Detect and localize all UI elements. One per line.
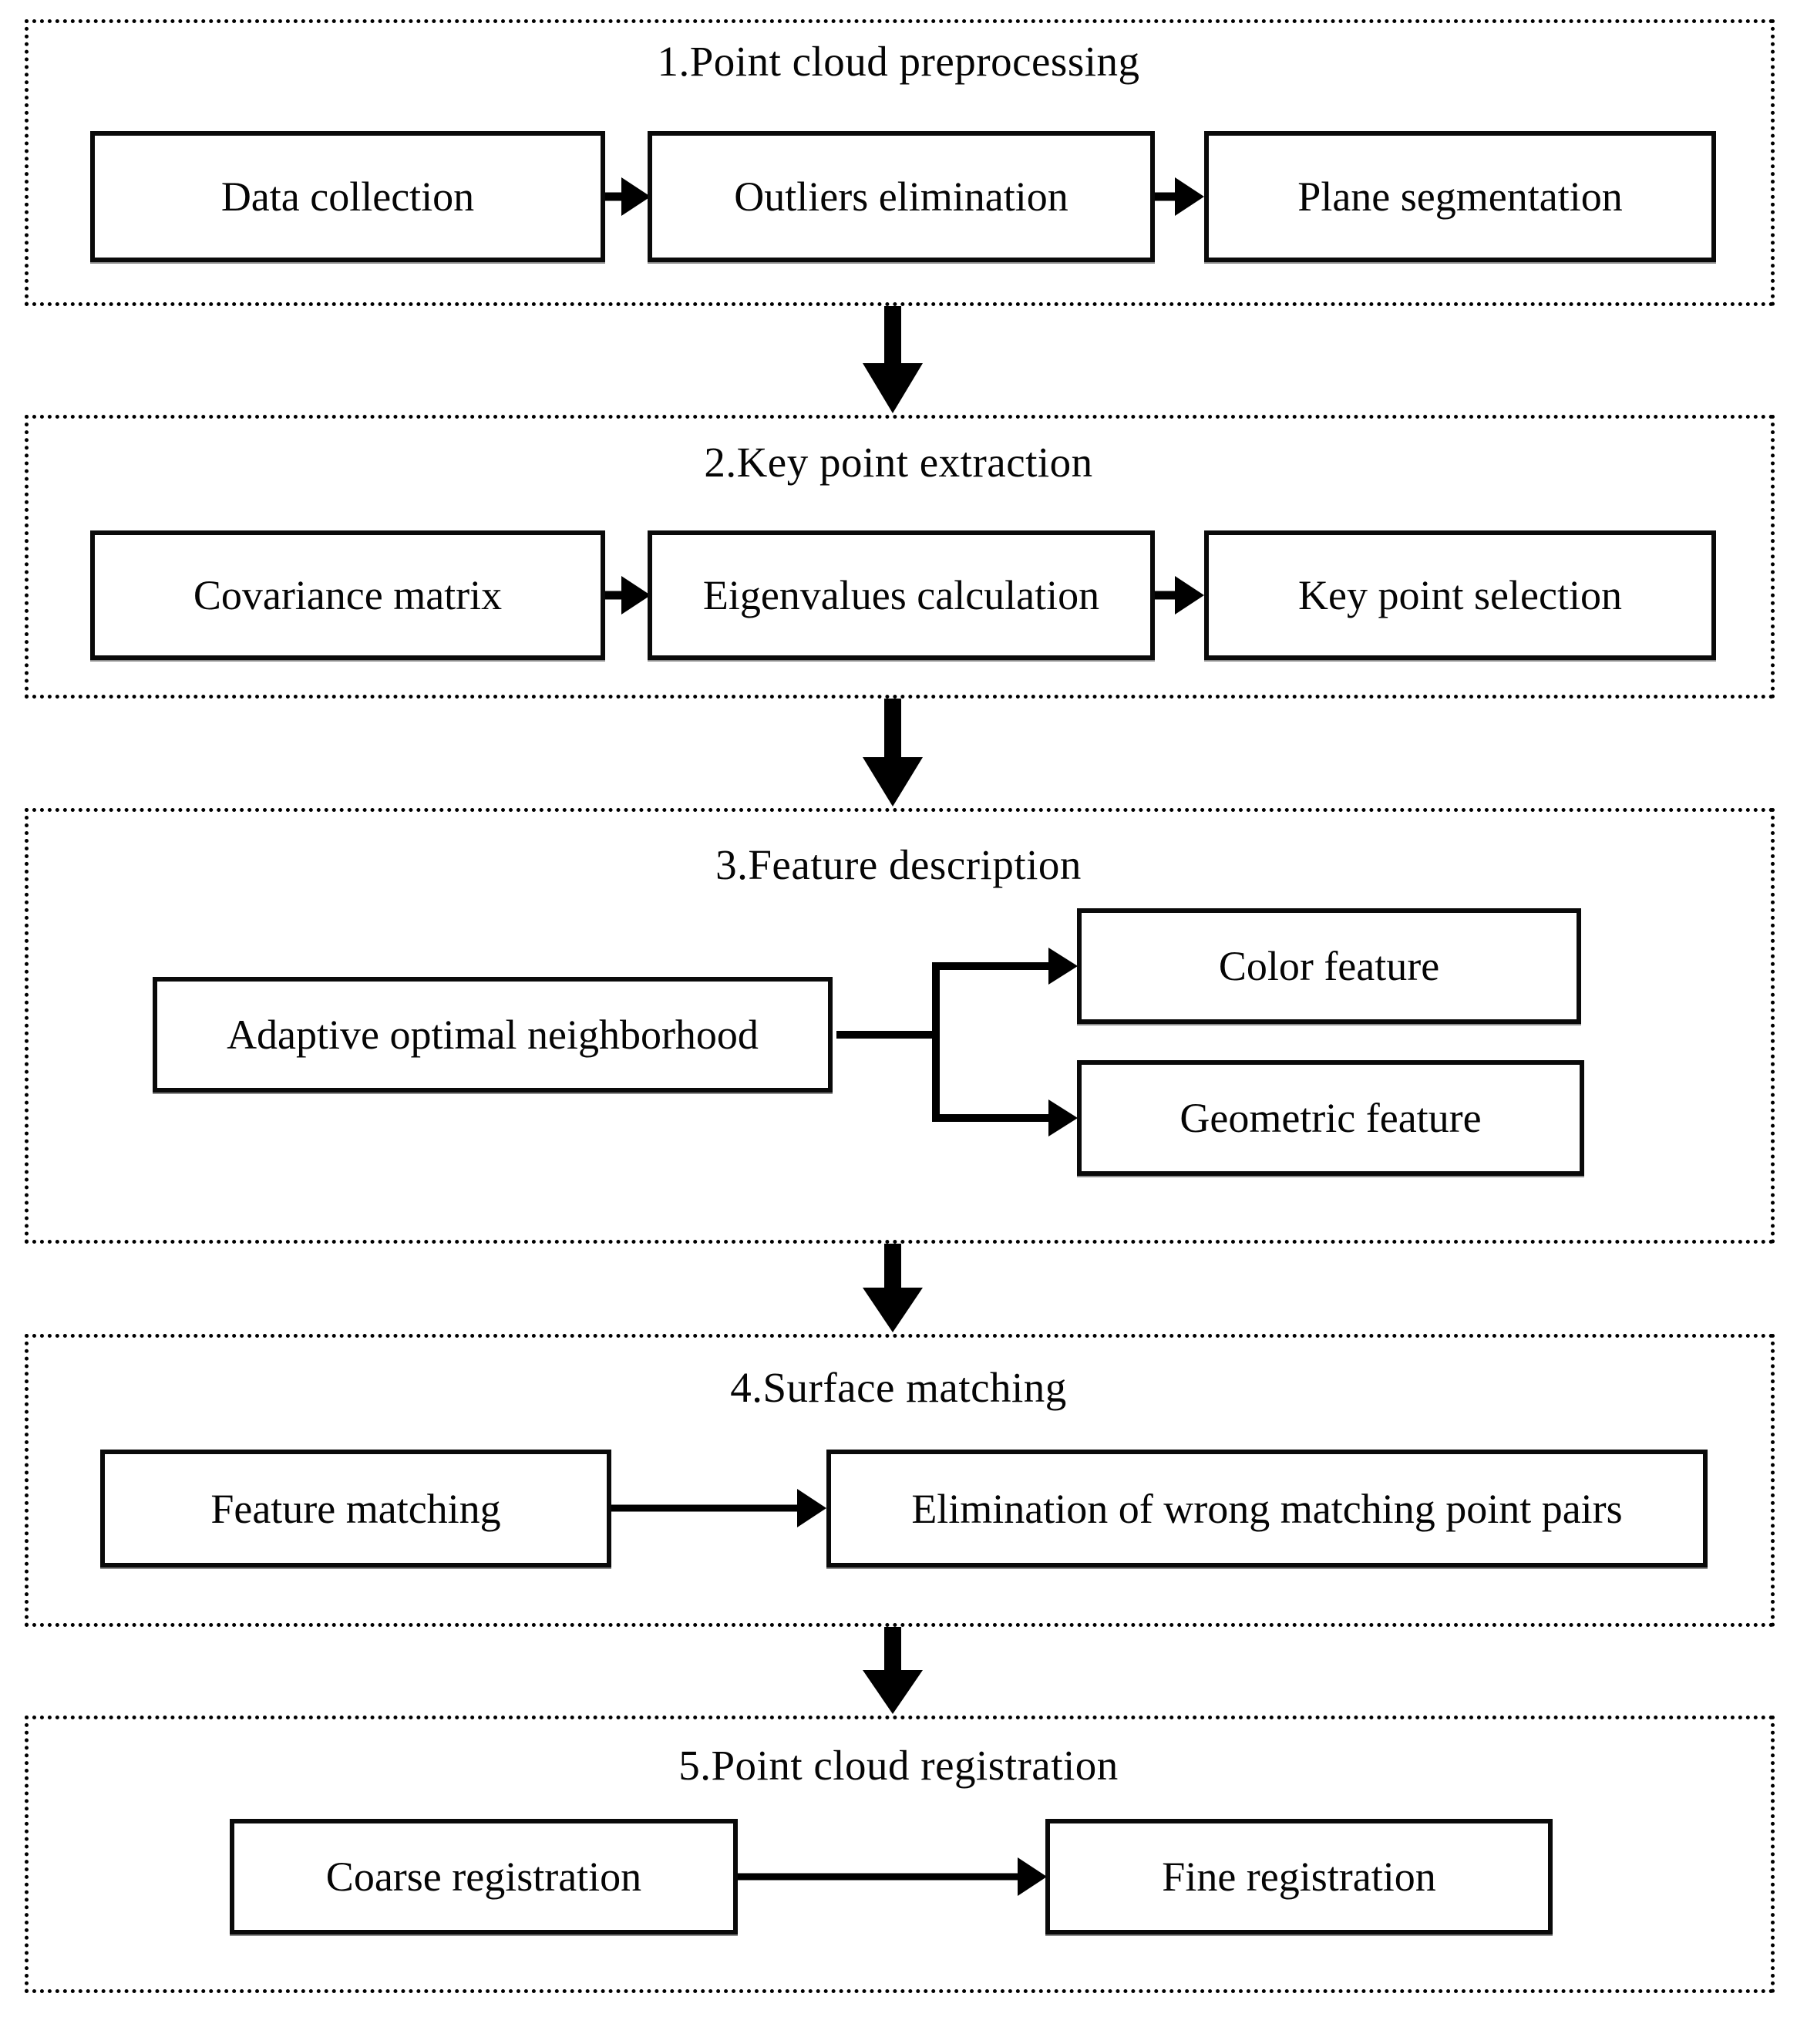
section-1-title: 1.Point cloud preprocessing <box>657 38 1140 85</box>
section-2-title: 2.Key point extraction <box>704 439 1093 486</box>
down-arrow-section1-to-section2-icon <box>863 306 923 413</box>
down-arrow-section4-to-section5-icon <box>863 1627 923 1714</box>
section-4-title: 4.Surface matching <box>730 1364 1067 1411</box>
node-outliers-elimination: Outliers elimination <box>648 131 1155 262</box>
node-plane-segmentation: Plane segmentation <box>1204 131 1716 262</box>
down-arrow-section3-to-section4-icon <box>863 1244 923 1332</box>
node-feature-matching: Feature matching <box>100 1450 611 1568</box>
section-3-feature-description <box>25 808 1775 1244</box>
node-fine-registration: Fine registration <box>1045 1819 1553 1935</box>
node-eigenvalues-calculation: Eigenvalues calculation <box>648 530 1155 660</box>
node-data-collection: Data collection <box>90 131 605 262</box>
node-coarse-registration: Coarse registration <box>230 1819 738 1935</box>
section-5-point-cloud-registration <box>25 1716 1775 1993</box>
node-key-point-selection: Key point selection <box>1204 530 1716 660</box>
node-elimination-wrong-matching: Elimination of wrong matching point pair… <box>826 1450 1708 1568</box>
node-covariance-matrix: Covariance matrix <box>90 530 605 660</box>
section-2-key-point-extraction <box>25 415 1775 699</box>
section-5-title: 5.Point cloud registration <box>678 1742 1119 1789</box>
section-1-point-cloud-preprocessing <box>25 19 1775 306</box>
section-3-title: 3.Feature description <box>715 841 1082 888</box>
section-4-surface-matching <box>25 1334 1775 1627</box>
node-geometric-feature: Geometric feature <box>1077 1060 1584 1176</box>
node-adaptive-optimal-neighborhood: Adaptive optimal neighborhood <box>153 977 833 1093</box>
down-arrow-section2-to-section3-icon <box>863 699 923 806</box>
node-color-feature: Color feature <box>1077 908 1581 1024</box>
